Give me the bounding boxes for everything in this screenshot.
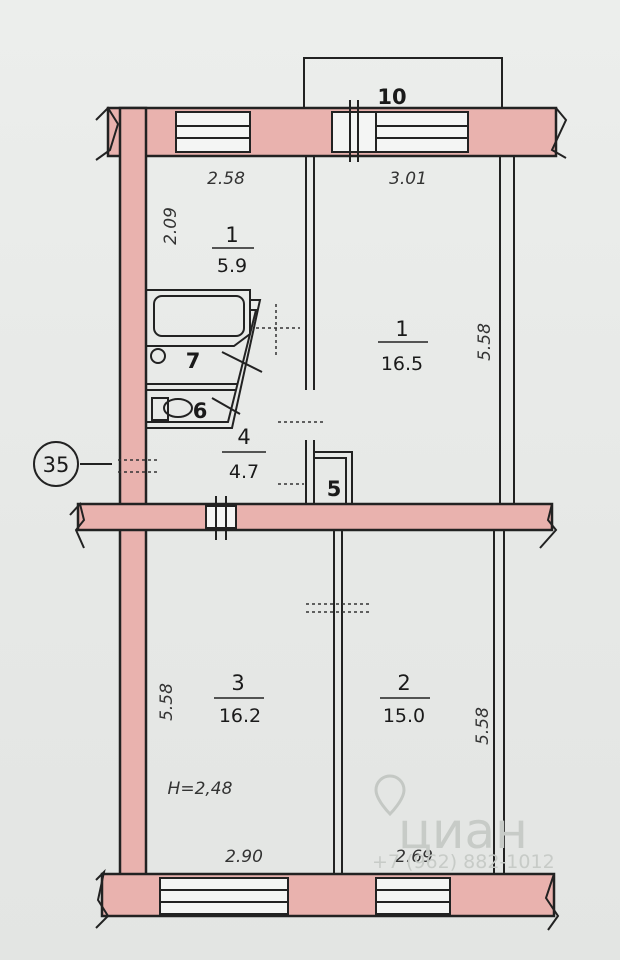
break-mark-bl [95,868,110,929]
break-mark-br [544,873,560,931]
room-1-area: 16.5 [381,353,423,375]
door-room3 [205,505,237,529]
room-6-number: 6 [193,399,208,423]
ceiling-height-label: H=2,48 [168,779,233,799]
window-room2 [375,877,451,915]
window-room1 [375,111,469,153]
balcony-door [331,111,377,153]
break-mark-tl [95,106,120,161]
room-1-number: 1 [395,317,408,341]
room-7-number: 7 [186,349,201,373]
room-4-number: 4 [237,425,250,449]
room-10-number: 10 [377,85,406,109]
building-number-badge [33,441,79,487]
toilet-tank-icon [151,397,169,421]
room-4-area: 4.7 [229,461,259,483]
watermark-phone: +7 (962) 882-1012 [372,851,555,873]
sink-icon [150,348,166,364]
break-mark-ml [69,501,86,549]
break-mark-mr [539,503,558,549]
room-3-number: 3 [231,671,244,695]
closet-5-outline [314,451,353,504]
room-8-area: 5.9 [217,255,247,277]
dim-bottom-right: 2.69 [395,847,433,867]
building-number: 35 [43,453,70,477]
room-5-number: 5 [327,477,342,501]
dim-room1-right: 5.58 [475,323,495,361]
toilet-icon [163,398,193,418]
bathroom-block [145,289,251,347]
dim-room2-right: 5.58 [473,707,493,745]
watermark-pin-icon [374,774,406,817]
break-mark-tr [550,107,568,159]
watermark-brand: циан [398,802,528,860]
dim-left-upper: 2.09 [161,207,181,245]
bathtub-icon [153,295,245,337]
window-room8 [175,111,251,153]
room-3-area: 16.2 [219,705,261,727]
room-8-number: 1 [225,223,238,247]
middle-wall [76,502,554,532]
dim-bottom-left: 2.90 [225,847,263,867]
room-2-number: 2 [397,671,410,695]
window-room3 [159,877,289,915]
dim-top-left: 2.58 [207,169,245,189]
room-2-area: 15.0 [383,705,425,727]
dim-left-lower: 5.58 [157,683,177,721]
dim-top-right: 3.01 [389,169,427,189]
